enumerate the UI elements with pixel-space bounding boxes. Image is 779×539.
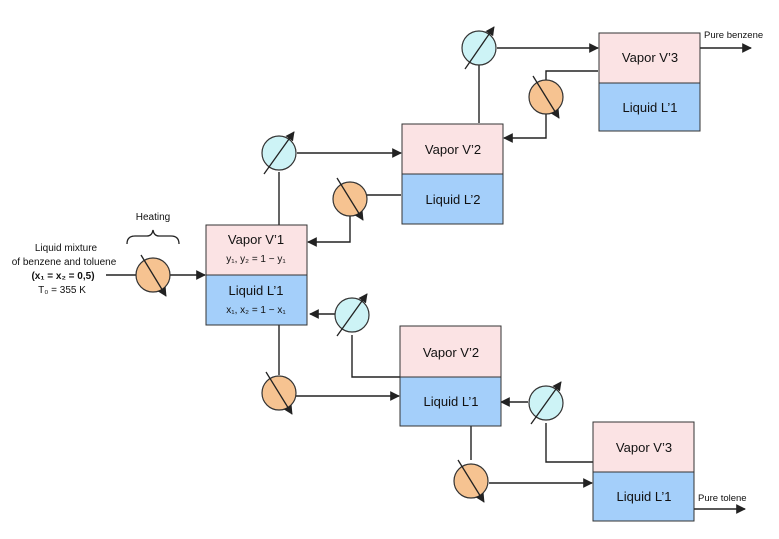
feed-heater-icon: [135, 254, 171, 297]
cooler-stage2top-vapor-icon: [461, 26, 497, 70]
benzene-output-label: Pure benzene: [704, 30, 764, 41]
cooler-stage2bottom-vapor-icon: [334, 293, 370, 337]
stage2-bottom-liquid-box: [399, 376, 502, 427]
heater-stage1-liquid-icon: [261, 371, 297, 415]
heater-stage2bottom-liquid-icon: [453, 459, 489, 503]
stage1-liquid-box: [205, 274, 308, 326]
stage3-top-vapor-box: [598, 32, 701, 84]
heater-stage3top-liquid-icon: [528, 75, 564, 119]
heating-brace: [126, 229, 180, 245]
stage3-bottom-vapor-box: [592, 421, 695, 473]
stage2-bottom-vapor-label: Vapor V’2: [422, 345, 480, 360]
stage2-top-vapor-box: [401, 123, 504, 175]
stage1-vapor-label: Vapor V’1: [227, 232, 285, 247]
stage3-bottom-liquid-label: Liquid L’1: [616, 489, 672, 504]
flow-lines: [106, 43, 752, 514]
stage2-top-liquid-label: Liquid L’2: [425, 192, 481, 207]
cooler-stage3bottom-vapor-icon: [528, 381, 564, 425]
stage3-top-liquid-label: Liquid L’1: [622, 100, 678, 115]
stage2-top-vapor-label: Vapor V’2: [424, 142, 482, 157]
feed-label-line2: of benzene and toluene: [11, 257, 117, 268]
toluene-output-label: Pure tolene: [698, 493, 747, 504]
stage2-bottom-vapor-box: [399, 325, 502, 378]
heater-to-stage2top-line: [503, 113, 547, 143]
feed-label-line4: T₀ = 355 K: [38, 285, 86, 296]
stage1-vapor-box: [205, 224, 308, 276]
feed-label-line1: Liquid mixture: [34, 243, 98, 254]
stage2-bottom-liquid-label: Liquid L’1: [423, 394, 479, 409]
stage1-liquid-equation: x₁, x₂ = 1 − x₁: [226, 305, 286, 316]
v3b-to-cooler-line: [545, 423, 594, 463]
feed-label-line3: (x₁ = x₂ = 0,5): [31, 271, 95, 282]
heating-label: Heating: [135, 212, 171, 223]
stage3-bottom-vapor-label: Vapor V’3: [615, 440, 673, 455]
stage1-vapor-equation: y₁, y₂ = 1 − y₁: [226, 254, 286, 265]
v2b-to-cooler-line: [351, 335, 401, 378]
heater-stage2top-liquid-icon: [332, 177, 368, 221]
stage3-bottom-liquid-box: [592, 471, 695, 522]
heater-to-stage1-line: [307, 217, 351, 247]
stage3-top-vapor-label: Vapor V’3: [621, 50, 679, 65]
stage3-top-liquid-box: [598, 82, 701, 132]
cooler-stage1-vapor-icon: [261, 131, 297, 175]
stage1-liquid-label: Liquid L’1: [228, 283, 284, 298]
stage2-top-liquid-box: [401, 173, 504, 225]
